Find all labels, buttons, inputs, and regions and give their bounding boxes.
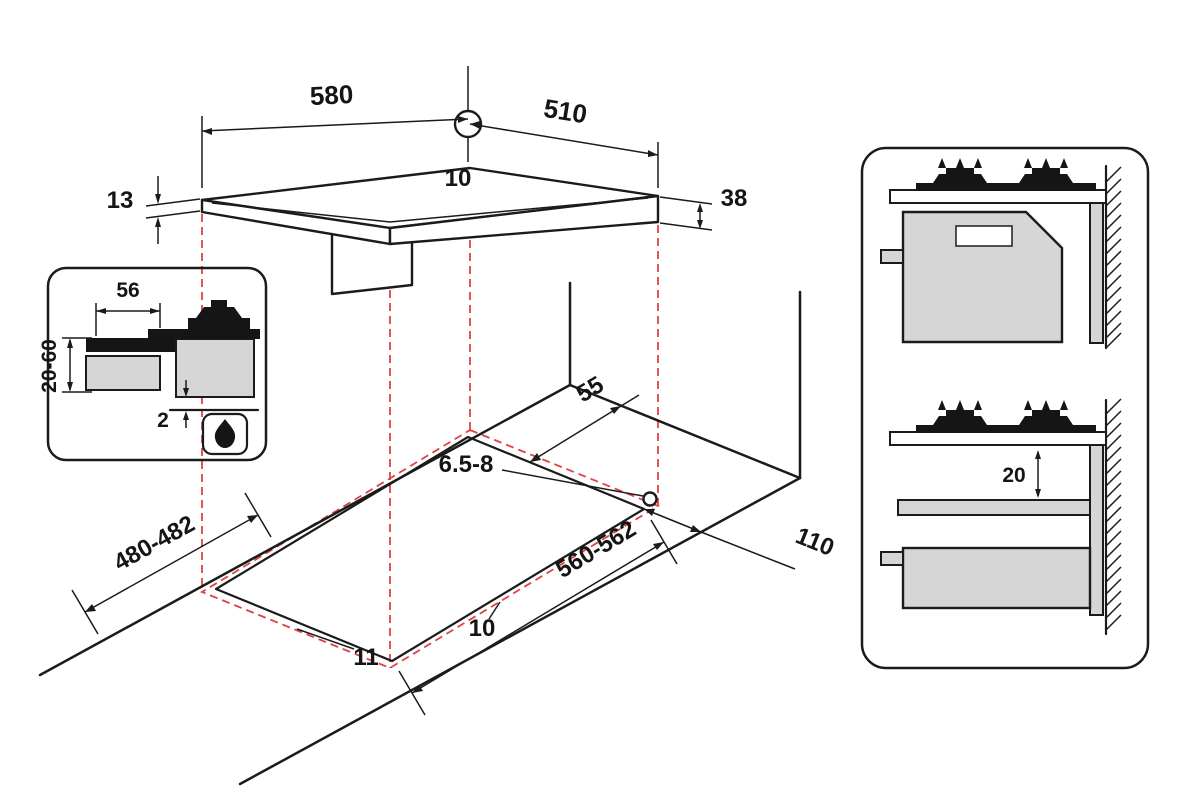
oven-box <box>901 210 1064 344</box>
dim-580: 580 <box>201 79 469 188</box>
dim-fixing-hole: 6.5-8 <box>439 451 658 507</box>
dim-110: 110 <box>643 508 838 570</box>
dim-56: 56 <box>95 279 161 336</box>
fixing-hole-circle <box>642 491 658 507</box>
side-view-over-oven <box>880 158 1122 350</box>
worktop-front-edge <box>238 476 802 786</box>
dim-56-label: 56 <box>116 279 139 302</box>
hob-bevel-line <box>211 197 649 223</box>
dim-38: 38 <box>659 185 748 231</box>
counter-bar-bottom <box>889 431 1107 446</box>
worktop-left-edge <box>38 383 572 677</box>
hob-front-right-face <box>388 194 660 246</box>
dim-20: 20 <box>1002 450 1041 498</box>
hob-projection-dashed <box>199 214 661 670</box>
left-bracket-tab <box>880 249 904 264</box>
dim-10-label: 10 <box>445 165 472 192</box>
dim-55: 55 <box>529 371 640 463</box>
dim-38-label: 38 <box>721 185 748 212</box>
wall-hatch-bottom <box>1105 398 1122 631</box>
hob-glass-section <box>148 329 260 339</box>
dim-13-label: 13 <box>107 187 134 214</box>
worktop-section <box>86 338 178 352</box>
burner-icon <box>1019 400 1073 425</box>
dim-20-60: 20-60 <box>38 337 92 393</box>
shelf-panel <box>897 499 1091 516</box>
side-view-over-drawer: 20 <box>880 398 1122 636</box>
side-strip <box>1089 202 1104 344</box>
burner-section <box>188 300 250 329</box>
counter-bar-top <box>889 189 1107 204</box>
oven-control-window <box>955 225 1013 247</box>
wall-hatch-top <box>1105 166 1122 349</box>
hob-body-section <box>175 338 255 398</box>
dim-510-label: 510 <box>542 93 590 129</box>
dim-10-hole: 10 <box>445 165 472 192</box>
dim-10-gap: 10 <box>469 601 501 642</box>
drawer-box <box>901 546 1092 610</box>
dim-2: 2 <box>157 380 260 432</box>
cabinet-section <box>85 355 161 391</box>
dim-10-gap-label: 10 <box>469 615 496 642</box>
dim-55-label: 55 <box>572 371 609 408</box>
dim-11-gap-label: 11 <box>353 644 378 671</box>
dim-480-label: 480-482 <box>109 510 199 576</box>
section-inset: 56 20-60 2 <box>38 266 268 462</box>
dim-580-label: 580 <box>309 79 354 111</box>
panel-frame <box>860 146 1150 670</box>
dim-20-60-label: 20-60 <box>38 339 61 393</box>
dim-510: 510 <box>469 93 659 188</box>
hob-glass-side <box>916 183 1096 191</box>
dim-hole-label: 6.5-8 <box>439 451 494 478</box>
inset-frame <box>46 266 268 462</box>
flame-icon <box>214 419 236 448</box>
dim-13: 13 <box>107 176 201 244</box>
burner-icon <box>1019 158 1073 183</box>
worktop-back-edge <box>568 383 802 480</box>
dim-11-gap: 11 <box>296 628 379 671</box>
side-view-panel: 20 <box>860 146 1150 670</box>
hob-top-view <box>200 66 660 296</box>
left-bracket-tab-bottom <box>880 551 904 566</box>
dim-560: 560-562 <box>398 515 678 716</box>
dim-2-label: 2 <box>157 409 169 432</box>
dim-110-label: 110 <box>792 522 838 562</box>
dim-20-label: 20 <box>1002 464 1025 487</box>
dim-480: 480-482 <box>71 492 272 635</box>
hob-glass-side-bottom <box>916 425 1096 433</box>
burner-icon <box>933 400 987 425</box>
gas-flame-badge <box>201 412 249 456</box>
side-strip-bottom <box>1089 444 1104 616</box>
burner-icon <box>933 158 987 183</box>
